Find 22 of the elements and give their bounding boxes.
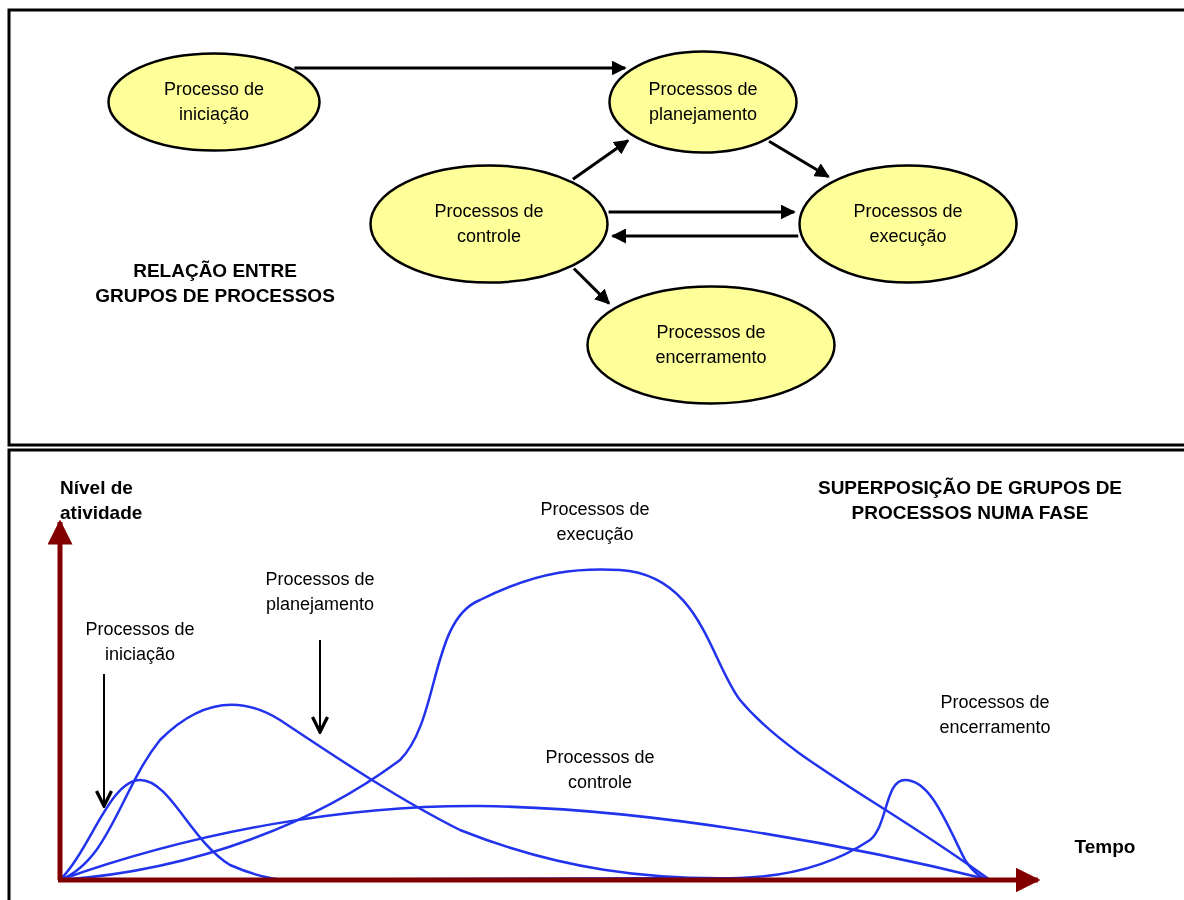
process-label: Processos de controle [433,200,545,248]
arrow [611,228,799,244]
curve-label: Processos de controle [544,746,656,794]
curve-label: Processos de execução [539,498,651,546]
heading-text: RELAÇÃO ENTRE GRUPOS DE PROCESSOS [95,259,335,308]
process-label: Processo de iniciação [162,78,266,126]
heading-text: Nível de atividade [60,476,144,525]
process-label: Processos de planejamento [647,78,759,126]
heading-text: Tempo [1073,835,1137,859]
process-label: Processos de encerramento [654,321,768,369]
arrow [768,140,830,178]
arrow [608,204,796,220]
arrow [294,60,627,76]
heading-text: SUPERPOSIÇÃO DE GRUPOS DE PROCESSOS NUMA FASE [816,476,1124,525]
arrow [572,267,611,305]
curve-label: Processos de iniciação [84,618,196,666]
arrow [572,139,630,181]
curve-label: Processos de planejamento [264,568,376,616]
curve-label: Processos de encerramento [938,691,1052,739]
leader-arrow [310,639,330,734]
leader-arrow [94,673,114,808]
process-label: Processos de execução [852,200,964,248]
